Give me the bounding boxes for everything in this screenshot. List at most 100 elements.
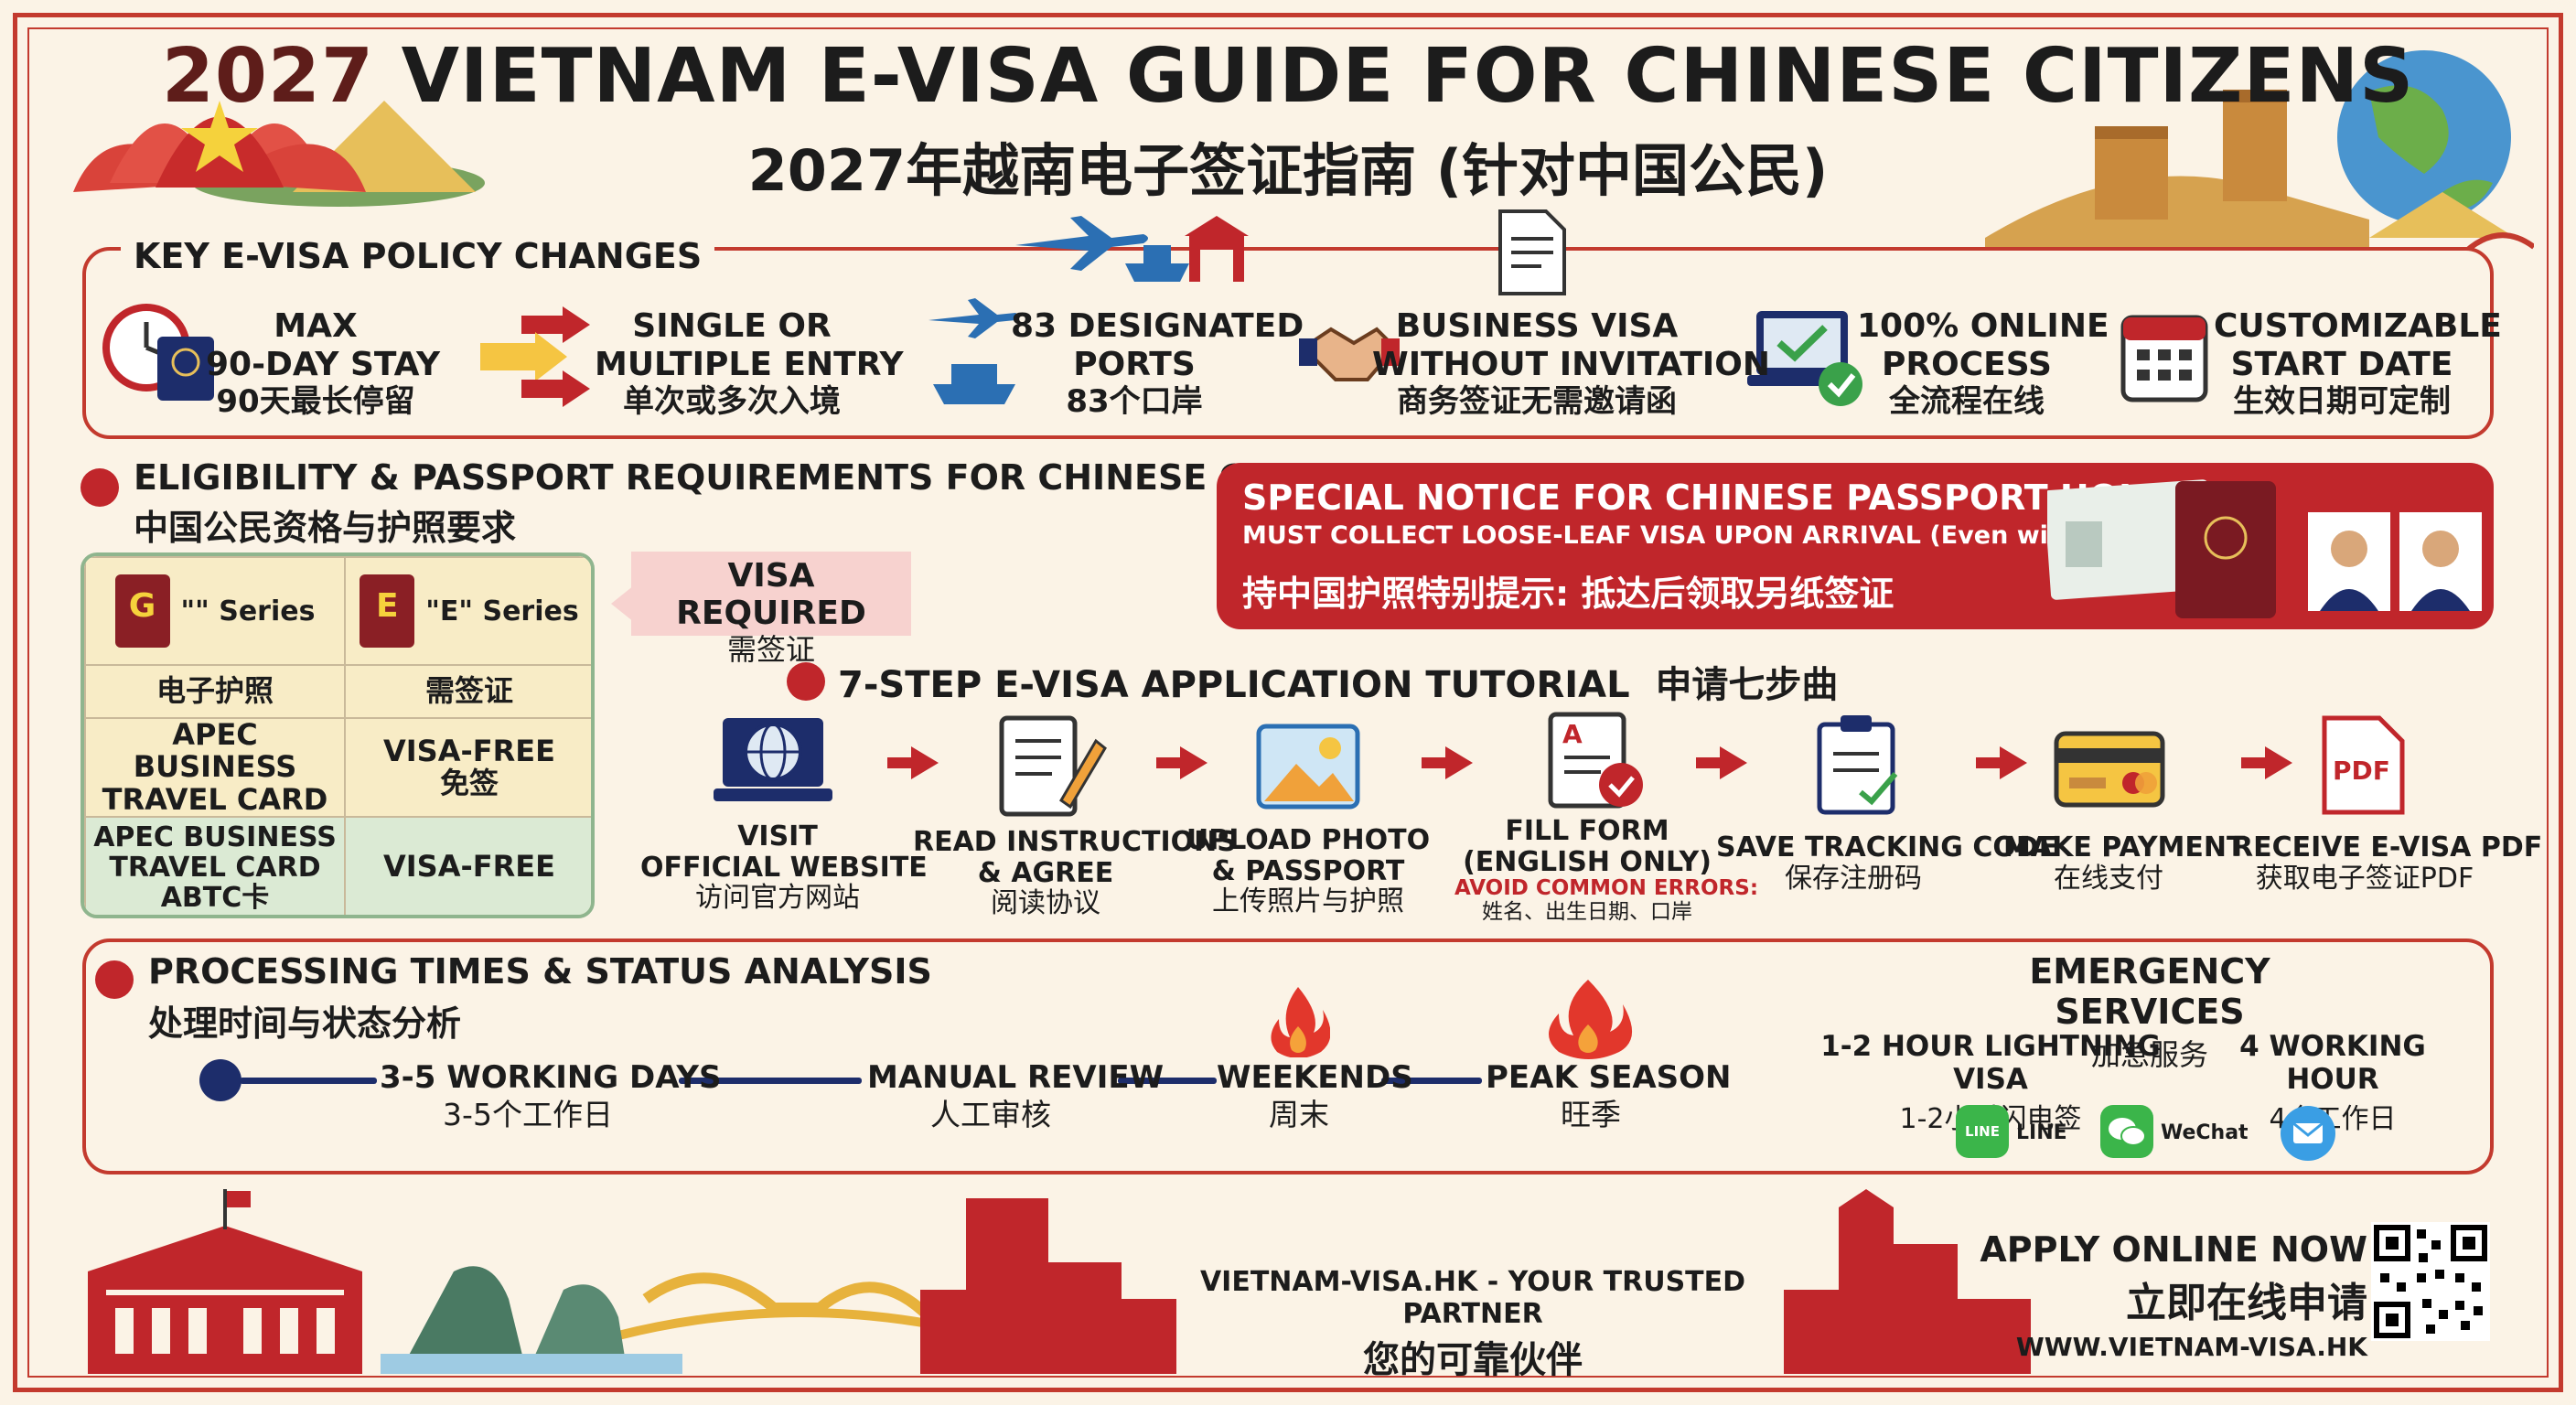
wechat-label[interactable]: WeChat (2161, 1121, 2249, 1144)
line-icon[interactable]: LINE (1956, 1105, 2009, 1158)
lotus-flag-illustration (73, 101, 485, 207)
timeline-weekends: WEEKENDS 周末 (1217, 1059, 1413, 1132)
steps-heading-en: 7-STEP E-VISA APPLICATION TUTORIAL (838, 664, 1630, 706)
qr-code-icon[interactable] (2371, 1222, 2490, 1341)
timeline-segment (1381, 1078, 1482, 1084)
timeline-label: WEEKENDS (1217, 1059, 1413, 1096)
step-label: OFFICIAL WEBSITE (640, 851, 928, 884)
eligibility-heading-zh: 中国公民资格与护照要求 (134, 508, 517, 548)
step-4: FILL FORM (ENGLISH ONLY) AVOID COMMON ER… (1454, 816, 1758, 925)
policy-item-zh: 商务签证无需邀请函 (1397, 383, 1677, 421)
clipboard-icon (1817, 715, 1898, 815)
inner-frame (27, 27, 2549, 1378)
visa-free-zh: 免签 (439, 766, 499, 800)
vietnam-landmarks-illustration (88, 1189, 1176, 1374)
step-3: UPLOAD PHOTO & PASSPORT 上传照片与护照 (1180, 825, 1436, 917)
notice-zh: 持中国护照特别提示: 抵达后领取另纸签证 (1242, 574, 1894, 614)
step-label: & PASSPORT (1211, 854, 1405, 887)
apply-now-label[interactable]: APPLY ONLINE NOW (1980, 1229, 2367, 1270)
passport-e-icon: E (360, 574, 415, 648)
step-label: RECEIVE E-VISA PDF (2232, 831, 2543, 863)
credit-card-icon (2054, 731, 2165, 808)
policy-item-line: SINGLE OR (632, 307, 832, 345)
policy-item-line: MAX (274, 307, 358, 345)
processing-heading-zh: 处理时间与状态分析 (148, 1003, 462, 1044)
processing-heading: PROCESSING TIMES & STATUS ANALYSIS (148, 951, 932, 992)
partner-zh: 您的可靠伙伴 (1363, 1339, 1583, 1381)
policy-item-line: MULTIPLE ENTRY (595, 346, 904, 384)
timeline-start-dot (199, 1059, 242, 1101)
arrows-icon (480, 306, 590, 407)
document-pen-icon (999, 715, 1107, 817)
step-arrow (1696, 746, 1747, 779)
website-url[interactable]: WWW.VIETNAM-VISA.HK (2015, 1332, 2367, 1362)
policy-item-line: PROCESS (1882, 346, 2052, 384)
globe-laptop-icon (714, 718, 832, 801)
timeline-segment (240, 1078, 377, 1084)
apply-now-zh[interactable]: 立即在线申请 (2126, 1280, 2367, 1326)
partner-label: VIETNAM-VISA.HK - YOUR TRUSTED PARTNER (1199, 1266, 1746, 1330)
step-2: READ INSTRUCTIONS & AGREE 阅读协议 (913, 826, 1237, 919)
policy-item-line: 83 DESIGNATED (1011, 307, 1304, 345)
eligibility-table: G"" Series E"E" Series 电子护照 需签证 APEC BUS… (80, 552, 595, 918)
frame-corner (2508, 13, 2563, 68)
policy-item-zh: 单次或多次入境 (623, 383, 841, 421)
emergency-heading-zh: 加急服务 (2090, 1037, 2208, 1072)
step-label: READ INSTRUCTIONS (913, 826, 1237, 858)
visa-free-cell: VISA-FREE 免签 (344, 717, 591, 818)
policy-item-zh: 90天最长停留 (216, 383, 415, 421)
step-label: (ENGLISH ONLY) (1463, 845, 1712, 878)
callout-label: VISA REQUIRED (676, 557, 866, 633)
timeline-label: PEAK SEASON (1486, 1059, 1732, 1096)
policy-item-line: PORTS (1073, 346, 1196, 384)
step-1: VISIT OFFICIAL WEBSITE 访问官方网站 (640, 821, 928, 914)
g-series-label: "" Series (180, 595, 316, 627)
step-arrow (1422, 746, 1473, 779)
clock-passport-icon (102, 304, 214, 401)
policy-item-line: 100% ONLINE (1857, 307, 2109, 345)
abtc-zh: ABTC卡 (160, 881, 270, 914)
frame-corner (2508, 1337, 2563, 1392)
steps-heading-zh: 申请七步曲 (1655, 664, 1839, 706)
pdf-icon: PDF (2322, 715, 2405, 815)
epassport-cell: 电子护照 (84, 664, 346, 719)
page-subtitle: 2027年越南电子签证指南 (针对中国公民) (747, 137, 1829, 204)
step-label: SAVE TRACKING CODE (1716, 831, 2058, 863)
policy-item-line: WITHOUT INVITATION (1372, 346, 1771, 384)
form-check-icon: A (1548, 712, 1643, 809)
fire-icon (1549, 980, 1633, 1059)
timeline-label: 3-5 WORKING DAYS (380, 1059, 722, 1096)
timeline-label: MANUAL REVIEW (867, 1059, 1165, 1096)
policy-item-entry: SINGLE OR MULTIPLE ENTRY 单次或多次入境 (595, 307, 904, 421)
visa-free-label: VISA-FREE (383, 733, 555, 768)
line-label[interactable]: LINE (2016, 1121, 2067, 1144)
page-title: 2027 VIETNAM E-VISA GUIDE FOR CHINESE CI… (161, 33, 2415, 120)
pdf-label: PDF (2333, 756, 2390, 786)
policy-item-zh: 生效日期可定制 (2233, 383, 2451, 421)
step-zh: 保存注册码 (1785, 862, 1922, 895)
step-arrow (1976, 746, 2027, 779)
handshake-document-icon (1498, 209, 1566, 295)
wechat-icon[interactable] (2100, 1105, 2153, 1158)
step-arrow (887, 746, 939, 779)
step-zh: 在线支付 (2054, 862, 2163, 895)
section-bullet (95, 960, 134, 999)
notice-subtitle: MUST COLLECT LOOSE-LEAF VISA UPON ARRIVA… (1242, 521, 2182, 550)
city-skyline-illustration (1784, 1189, 2031, 1374)
apply-now-block[interactable]: APPLY ONLINE NOW 立即在线申请 WWW.VIETNAM-VISA… (1980, 1229, 2367, 1362)
abtc-visa-free-cell: VISA-FREE (344, 816, 591, 915)
plane-ship-icon (928, 298, 1019, 404)
apec-card-cell: APEC BUSINESS TRAVEL CARD (84, 717, 346, 818)
passport-g-icon: G (114, 574, 170, 648)
step-7: RECEIVE E-VISA PDF 获取电子签证PDF (2232, 831, 2543, 894)
email-icon[interactable] (2280, 1105, 2336, 1162)
step-arrow (2241, 746, 2292, 779)
abtc-label: APEC BUSINESS TRAVEL CARD (93, 820, 337, 884)
eligibility-heading: ELIGIBILITY & PASSPORT REQUIREMENTS FOR … (134, 457, 1398, 498)
photo-icon (1256, 724, 1360, 810)
policy-item-max-stay: MAX 90-DAY STAY 90天最长停留 (206, 307, 440, 421)
policy-item-zh: 83个口岸 (1066, 383, 1203, 421)
e-series-cell: E"E" Series (344, 556, 591, 666)
laptop-check-icon (1747, 311, 1862, 406)
timeline-zh: 3-5个工作日 (443, 1096, 613, 1132)
